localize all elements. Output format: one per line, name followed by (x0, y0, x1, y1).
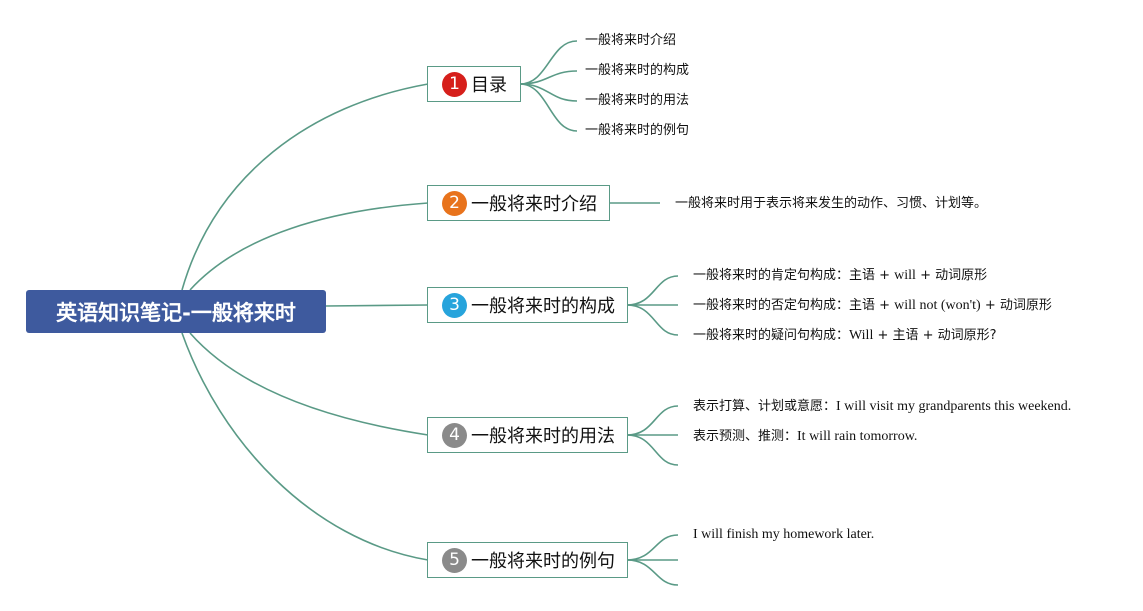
leaf-item[interactable]: 表示预测、推测：It will rain tomorrow. (693, 428, 917, 446)
leaf-text-en: Will (849, 328, 874, 343)
leaf-text-en: I will finish my homework later. (693, 527, 875, 542)
connector-root-1 (181, 83, 429, 291)
connector-root-5 (181, 332, 429, 561)
number-badge-icon: 2 (442, 190, 467, 216)
leaf-text-cn: 表示打算、计划或意愿： (693, 399, 837, 414)
leaf-item[interactable]: 一般将来时的肯定句构成：主语 + will + 动词原形 (693, 267, 987, 285)
leaf-text-cn: + 动词原形 (915, 268, 988, 283)
connector-root-3 (325, 304, 429, 307)
leaf-text-cn: 一般将来时的否定句构成：主语 + (693, 298, 895, 313)
leaf-item[interactable]: I will finish my homework later. (693, 526, 874, 544)
connector-root-2 (189, 202, 429, 291)
number-badge-icon: 5 (442, 547, 467, 573)
root-node[interactable]: 英语知识笔记-一般将来时 (26, 290, 326, 333)
leaf-text-en: I will visit my grandparents this weeken… (836, 399, 1072, 414)
branch-node-introduction[interactable]: 2 一般将来时介绍 (427, 185, 610, 221)
leaf-text-cn: + 主语 + 动词原形? (873, 328, 997, 343)
connector-5-a (626, 534, 679, 561)
leaf-text-cn: 一般将来时的疑问句构成： (693, 328, 850, 343)
leaf-item[interactable]: 一般将来时用于表示将来发生的动作、习惯、计划等。 (675, 196, 988, 211)
branch-node-contents[interactable]: 1 目录 (427, 66, 521, 102)
branch-label: 一般将来时的用法 (471, 426, 615, 447)
connector-5-c (626, 559, 679, 586)
leaf-text-en: will not (won't) (894, 298, 981, 313)
connector-root-4 (189, 332, 429, 436)
branch-label: 一般将来时的例句 (471, 551, 615, 572)
branch-label: 目录 (471, 75, 507, 96)
number-badge-icon: 4 (442, 422, 467, 448)
connector-4-a (626, 405, 679, 436)
branch-label: 一般将来时的构成 (471, 296, 615, 317)
leaf-item[interactable]: 一般将来时介绍 (585, 33, 677, 48)
branch-node-examples[interactable]: 5 一般将来时的例句 (427, 542, 628, 578)
leaf-text-cn: 表示预测、推测： (693, 429, 798, 444)
leaf-text-en: will (894, 268, 916, 283)
root-title: 英语知识笔记-一般将来时 (56, 300, 296, 325)
leaf-text-cn: 一般将来时的肯定句构成：主语 + (693, 268, 895, 283)
connector-1-d (519, 83, 578, 132)
leaf-item[interactable]: 一般将来时的构成 (585, 63, 690, 78)
leaf-text-en: It will rain tomorrow. (797, 429, 918, 444)
number-badge-icon: 3 (442, 292, 467, 318)
branch-node-structure[interactable]: 3 一般将来时的构成 (427, 287, 628, 323)
leaf-item[interactable]: 一般将来时的用法 (585, 93, 690, 108)
branch-node-usage[interactable]: 4 一般将来时的用法 (427, 417, 628, 453)
number-badge-icon: 1 (442, 71, 467, 97)
connector-3-c (626, 304, 679, 336)
connector-4-c (626, 434, 679, 466)
leaf-item[interactable]: 表示打算、计划或意愿：I will visit my grandparents … (693, 398, 1071, 416)
branch-label: 一般将来时介绍 (471, 194, 597, 215)
connector-1-a (519, 40, 578, 85)
leaf-item[interactable]: 一般将来时的例句 (585, 123, 690, 138)
leaf-item[interactable]: 一般将来时的否定句构成：主语 + will not (won't) + 动词原形 (693, 297, 1052, 315)
leaf-item[interactable]: 一般将来时的疑问句构成：Will + 主语 + 动词原形? (693, 327, 997, 345)
connector-3-a (626, 275, 679, 306)
leaf-text-cn: + 动词原形 (980, 298, 1052, 313)
